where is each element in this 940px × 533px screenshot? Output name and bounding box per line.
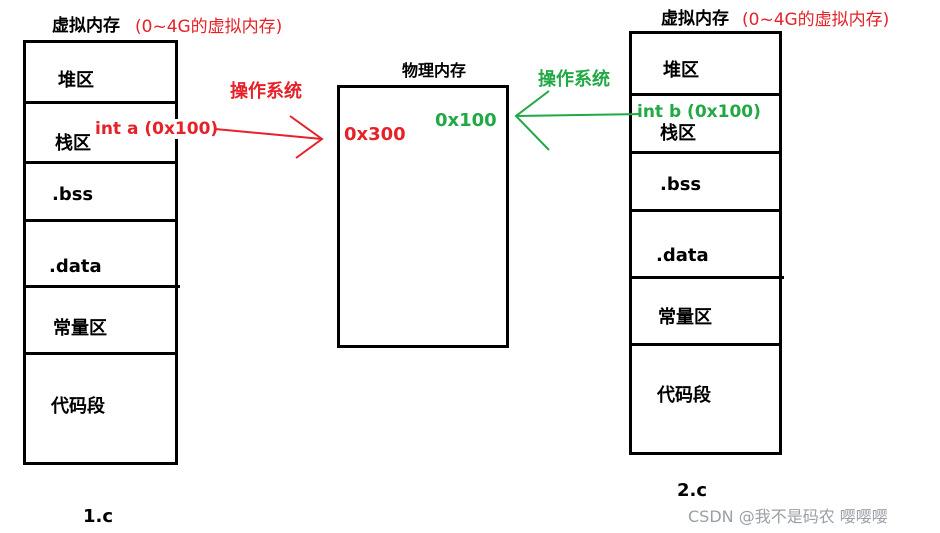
left-segment-data: .data bbox=[49, 256, 102, 277]
left-var-label: int a (0x100) bbox=[95, 119, 219, 139]
left-divider bbox=[23, 352, 178, 355]
red-arrow bbox=[214, 115, 324, 159]
right-segment-heap: 堆区 bbox=[663, 60, 699, 81]
right-segment-const: 常量区 bbox=[658, 307, 712, 328]
left-segment-code: 代码段 bbox=[51, 396, 105, 417]
right-memory-block bbox=[629, 31, 782, 455]
physical-addr-red: 0x300 bbox=[344, 124, 406, 145]
right-divider bbox=[629, 343, 782, 346]
right-segment-data: .data bbox=[656, 245, 709, 266]
watermark: CSDN @我不是码农 嘤嘤嘤 bbox=[688, 507, 888, 526]
left-segment-bss: .bss bbox=[52, 184, 94, 205]
left-divider bbox=[23, 161, 178, 164]
left-segment-stack: 栈区 bbox=[55, 133, 91, 154]
left-segment-heap: 堆区 bbox=[58, 70, 94, 91]
left-subtitle: (0~4G的虚拟内存) bbox=[135, 17, 283, 37]
right-arrow-label: 操作系统 bbox=[538, 69, 610, 90]
physical-addr-green: 0x100 bbox=[435, 110, 497, 131]
green-arrow bbox=[514, 90, 641, 151]
left-divider bbox=[23, 219, 178, 222]
right-file-label: 2.c bbox=[677, 480, 708, 501]
left-divider bbox=[23, 285, 180, 288]
right-divider bbox=[629, 93, 782, 96]
physical-memory-block bbox=[337, 85, 509, 348]
right-divider bbox=[629, 151, 782, 154]
right-segment-bss: .bss bbox=[660, 174, 702, 195]
left-memory-block bbox=[23, 40, 178, 465]
left-divider bbox=[23, 101, 178, 104]
left-segment-const: 常量区 bbox=[53, 318, 107, 339]
right-var-label: int b (0x100) bbox=[637, 102, 761, 122]
right-divider bbox=[629, 209, 782, 212]
right-segment-code: 代码段 bbox=[657, 385, 711, 406]
left-title: 虚拟内存 bbox=[52, 16, 120, 36]
left-arrow-label: 操作系统 bbox=[230, 81, 302, 102]
right-segment-stack: 栈区 bbox=[660, 123, 696, 144]
left-file-label: 1.c bbox=[83, 506, 114, 527]
right-divider bbox=[629, 276, 784, 279]
physical-title: 物理内存 bbox=[402, 61, 467, 80]
right-title: 虚拟内存 bbox=[661, 9, 729, 29]
right-subtitle: (0~4G的虚拟内存) bbox=[742, 10, 890, 30]
